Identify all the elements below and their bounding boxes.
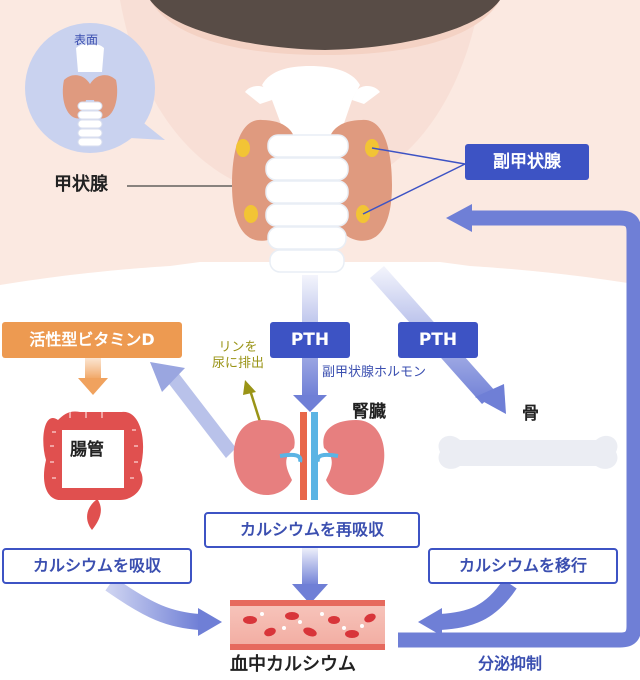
vitd-arrow-shaft (166, 370, 236, 458)
inset-trachea (77, 101, 103, 147)
calcium-transfer-label: カルシウムを移行 (428, 548, 618, 584)
inset-bubble-tail (130, 120, 165, 140)
feedback-loop-head (446, 204, 472, 232)
blood-calcium-label: 血中カルシウム (230, 654, 356, 675)
bone (438, 435, 618, 469)
parathyroid-hormone-label: 副甲状腺ホルモン (322, 365, 427, 380)
transfer-curve-arrow (439, 579, 517, 630)
trachea (265, 134, 349, 273)
absorption-curve-arrow (105, 577, 201, 630)
phosphorus-line2: 尿に排出 (211, 356, 264, 372)
calcium-reabsorption-label: カルシウムを再吸収 (204, 512, 420, 548)
hair (150, 0, 500, 50)
phosphorus-arrow-head (243, 380, 256, 395)
inset-thyroid (62, 75, 118, 119)
parathyroid-label: 副甲状腺 (465, 144, 589, 180)
kidney-right (323, 420, 385, 495)
hyoid (245, 86, 380, 104)
absorption-curve-head (198, 608, 222, 636)
kidney-left (233, 420, 295, 495)
larynx (262, 66, 360, 135)
phosphorus-label: リンを 尿に排出 (198, 340, 278, 373)
renal-vessels (279, 452, 339, 463)
active-vitamin-d-label: 活性型ビタミンD (2, 322, 182, 358)
inset-larynx (76, 43, 104, 72)
pth-right-arrowhead (475, 384, 506, 414)
secretion-inhibition-label: 分泌抑制 (478, 654, 543, 673)
pth-right-label: PTH (398, 322, 478, 358)
blood-vessel-top (230, 600, 385, 606)
aorta (300, 412, 307, 500)
transfer-curve-head (418, 608, 442, 636)
feedback-loop-line (398, 210, 640, 648)
calcium-particles (260, 612, 364, 630)
vena-cava (311, 412, 318, 500)
intestine-label: 腸管 (70, 440, 104, 460)
orange-arrow-shaft (85, 358, 101, 380)
surface-label: 表面 (74, 33, 99, 47)
phosphorus-line1: リンを (218, 340, 258, 355)
pth-left-label: PTH (270, 322, 350, 358)
calcium-absorption-label: カルシウムを吸収 (2, 548, 192, 584)
intestine-folds (50, 412, 138, 479)
reabsorb-arrow-shaft (302, 546, 318, 586)
orange-arrow-head (78, 378, 108, 395)
parathyroid-leader-bottom (362, 163, 466, 215)
thyroid-label: 甲状腺 (54, 174, 108, 195)
blood-vessel (230, 602, 385, 648)
parathyroid-leader-top (371, 147, 466, 165)
blood-vessel-bottom (230, 644, 385, 650)
blood-cells (243, 612, 376, 638)
intestine-inner (62, 430, 124, 488)
bone-label: 骨 (522, 404, 539, 424)
vitd-arrow-head (150, 362, 185, 392)
reabsorb-arrow-head (292, 584, 328, 604)
pth-left-arrowhead (293, 395, 327, 412)
kidney-label: 腎臓 (352, 402, 386, 422)
